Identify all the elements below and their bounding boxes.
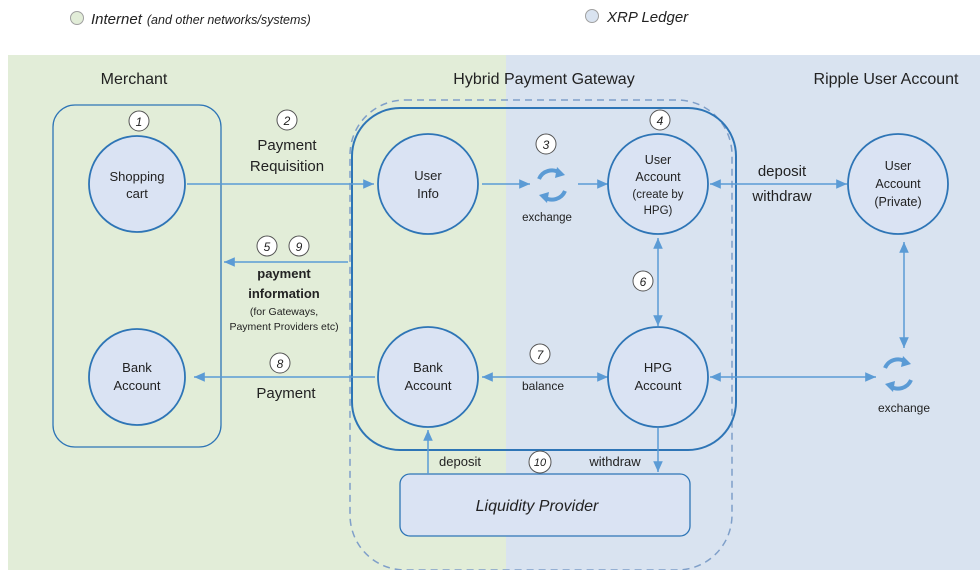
merchant-box (52, 104, 222, 448)
user-account-hpg-label-4: HPG) (644, 205, 673, 217)
svg-text:6: 6 (640, 275, 647, 289)
exchange-icon (537, 167, 567, 203)
step-badge: 10 (528, 450, 552, 474)
user-account-private-label-3: (Private) (874, 195, 921, 209)
exchange-right-label: exchange (878, 401, 930, 415)
shopping-cart-label-1: Shopping (110, 169, 165, 184)
svg-text:10: 10 (534, 457, 547, 469)
step-badge: 9 (288, 235, 310, 257)
svg-text:8: 8 (277, 357, 284, 371)
internet-legend-label: Internet(and other networks/systems) (91, 11, 311, 28)
gateway-inner-box (351, 107, 737, 451)
payment-information-note-1: (for Gateways, (250, 306, 318, 318)
exchange-label: exchange (522, 212, 572, 224)
user-account-hpg-label-3: (create by (632, 189, 683, 201)
gateway-bank-account-node: Bank Account (377, 326, 479, 428)
shopping-cart-label-2: cart (126, 186, 148, 201)
payment-label: Payment (256, 385, 316, 402)
svg-text:2: 2 (283, 114, 291, 128)
deposit-label-top: deposit (758, 163, 807, 180)
merchant-title: Merchant (101, 71, 168, 88)
svg-text:1: 1 (136, 115, 143, 129)
deposit-label: deposit (439, 454, 481, 469)
liquidity-provider-label: Liquidity Provider (476, 498, 599, 515)
user-account-hpg-label-1: User (645, 153, 671, 167)
payment-information-label-1: payment (257, 266, 311, 281)
step-badge: 8 (269, 352, 291, 374)
step-badge: 5 (256, 235, 278, 257)
svg-text:4: 4 (657, 114, 664, 128)
svg-text:9: 9 (296, 240, 303, 254)
svg-text:3: 3 (543, 138, 550, 152)
liquidity-provider-box (399, 473, 691, 537)
user-info-node: User Info (377, 133, 479, 235)
xrp-legend-swatch (585, 9, 599, 23)
user-info-label-2: Info (417, 186, 439, 201)
xrp-legend-label: XRP Ledger (606, 9, 689, 26)
ripple-title: Ripple User Account (814, 71, 960, 88)
step-badge: 7 (529, 343, 551, 365)
user-account-hpg-node: User Account (create by HPG) (607, 133, 709, 235)
user-account-private-node: User Account (Private) (847, 133, 949, 235)
payment-requisition-label-2: Requisition (250, 158, 324, 175)
svg-text:5: 5 (264, 240, 271, 254)
gateway-bank-label-1: Bank (413, 360, 443, 375)
merchant-bank-label-1: Bank (122, 360, 152, 375)
payment-information-label-2: information (248, 286, 320, 301)
payment-information-note-2: Payment Providers etc) (229, 321, 338, 333)
user-account-hpg-label-2: Account (635, 170, 681, 184)
hpg-account-label-1: HPG (644, 360, 672, 375)
user-account-private-label-1: User (885, 159, 911, 173)
hpg-account-node: HPG Account (607, 326, 709, 428)
internet-legend-swatch (70, 11, 84, 25)
step-badge: 3 (535, 133, 557, 155)
step-badge: 4 (649, 109, 671, 131)
withdraw-label: withdraw (588, 454, 641, 469)
step-badge: 6 (632, 270, 654, 292)
svg-text:7: 7 (537, 348, 545, 362)
gateway-title: Hybrid Payment Gateway (453, 71, 634, 88)
payment-requisition-label-1: Payment (257, 137, 317, 154)
exchange-right-icon (883, 356, 913, 392)
gateway-bank-label-2: Account (405, 378, 452, 393)
step-badge: 2 (276, 109, 298, 131)
step-badge: 1 (128, 110, 150, 132)
merchant-bank-account-node: Bank Account (88, 328, 186, 426)
withdraw-label-right: withdraw (751, 188, 811, 205)
user-info-label-1: User (414, 168, 442, 183)
shopping-cart-node: Shopping cart (88, 135, 186, 233)
hpg-account-label-2: Account (635, 378, 682, 393)
balance-label: balance (522, 379, 564, 393)
user-account-private-label-2: Account (875, 177, 921, 191)
merchant-bank-label-2: Account (114, 378, 161, 393)
gateway-outer-dashed (349, 99, 733, 570)
